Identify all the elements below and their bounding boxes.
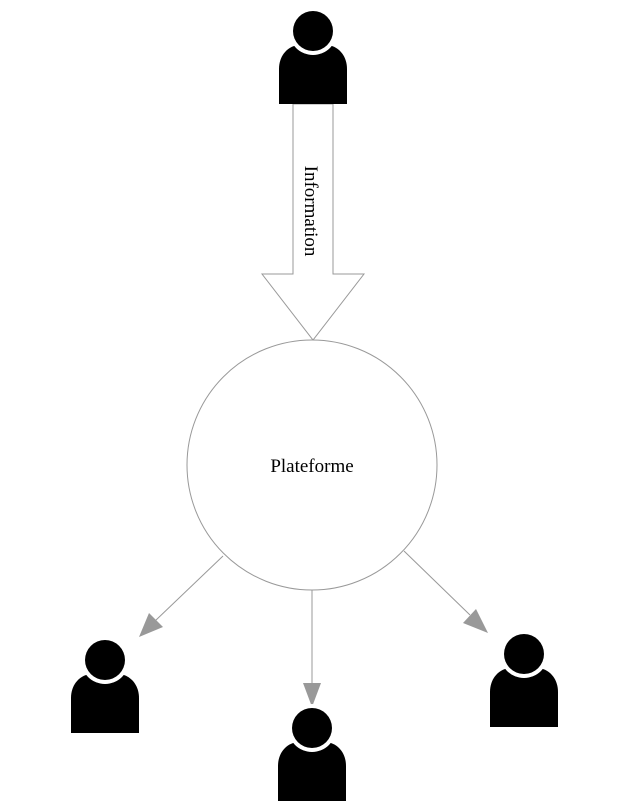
information-label: Information (300, 166, 321, 257)
person-icon (71, 636, 139, 733)
platform-node: Plateforme (186, 339, 438, 591)
distribution-arrows (139, 550, 488, 707)
information-arrow: Information (260, 103, 366, 341)
person-icon (278, 704, 346, 801)
person-icon (490, 630, 558, 727)
arrow-to-left-user (139, 555, 224, 637)
platform-label: Plateforme (270, 456, 353, 477)
person-icon (279, 7, 347, 104)
arrow-to-right-user (403, 550, 488, 633)
arrow-to-bottom-user (303, 590, 321, 707)
